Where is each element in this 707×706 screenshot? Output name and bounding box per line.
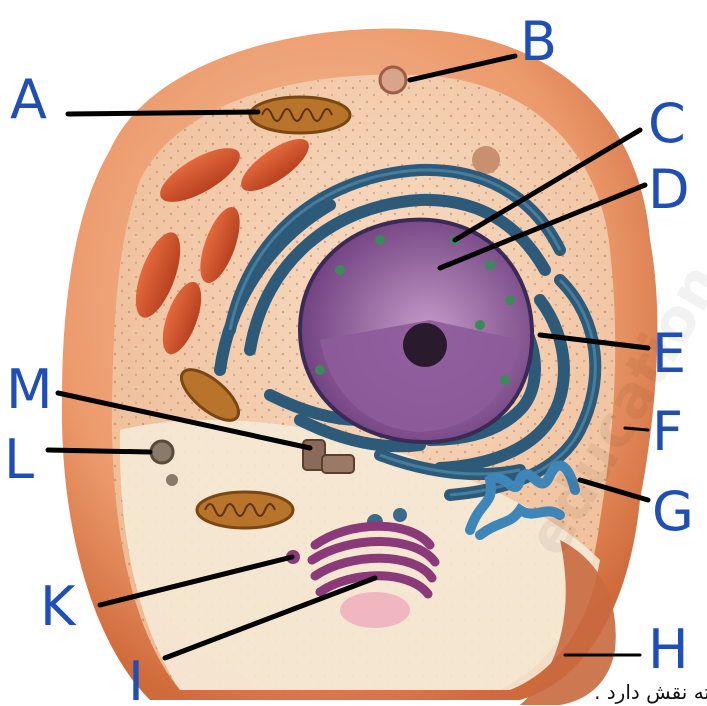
golgi-vesicle-region	[340, 592, 410, 628]
vesicle	[166, 474, 178, 486]
label-h: H	[648, 618, 689, 681]
leader-a	[68, 112, 258, 114]
lysosome-l	[151, 441, 173, 463]
label-m: M	[6, 358, 53, 421]
label-g: G	[652, 480, 694, 543]
mitochondrion	[250, 97, 350, 133]
vesicle	[472, 146, 500, 174]
vesicle-b	[380, 67, 406, 93]
leader-l	[48, 450, 150, 452]
label-e: E	[652, 322, 686, 385]
label-b: B	[520, 10, 557, 73]
label-l: L	[4, 428, 34, 491]
label-d: D	[648, 158, 690, 221]
vesicle	[393, 508, 407, 522]
leader-f	[625, 428, 648, 430]
label-a: A	[10, 68, 47, 131]
label-c: C	[648, 92, 686, 155]
caption-text: ته نقش دارد .	[520, 680, 707, 706]
label-k: K	[40, 575, 77, 638]
label-f: F	[652, 400, 683, 463]
label-i: I	[128, 650, 144, 706]
nucleolus	[403, 323, 447, 367]
nucleus	[300, 220, 532, 442]
